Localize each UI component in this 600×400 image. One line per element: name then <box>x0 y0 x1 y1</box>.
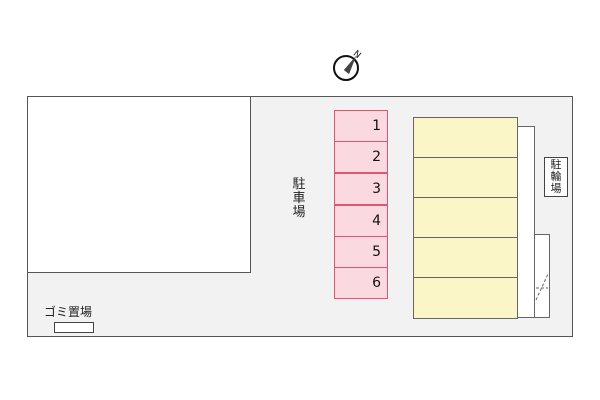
parking-slot-number: 5 <box>372 244 381 260</box>
neighbor-lot <box>27 96 251 273</box>
parking-slot-number: 2 <box>372 149 381 165</box>
parking-slot-5: 5 <box>334 236 388 268</box>
apartment-building <box>413 117 518 319</box>
parking-slot-6: 6 <box>334 267 388 299</box>
parking-slot-4: 4 <box>334 205 388 237</box>
garbage-area-label: ゴミ置場 <box>44 305 93 319</box>
parking-slot-number: 1 <box>372 118 381 134</box>
unit-divider <box>414 277 517 278</box>
stairs-dashes <box>535 273 549 301</box>
compass-icon: N <box>333 49 363 81</box>
garbage-area <box>54 322 94 333</box>
parking-slot-number: 3 <box>372 181 381 197</box>
parking-label: 駐 車 場 <box>292 177 306 220</box>
compass-north-label: N <box>351 49 363 61</box>
building-stairs <box>534 234 550 318</box>
unit-divider <box>414 157 517 158</box>
building-corridor <box>517 126 535 318</box>
parking-slot-3: 3 <box>334 173 388 205</box>
parking-slot-number: 4 <box>372 213 381 229</box>
bicycle-parking: 駐 輪 場 <box>544 157 568 197</box>
bicycle-parking-label: 駐 輪 場 <box>550 158 562 195</box>
unit-divider <box>414 197 517 198</box>
parking-slot-number: 6 <box>372 275 381 291</box>
parking-slot-2: 2 <box>334 141 388 173</box>
parking-slot-1: 1 <box>334 110 388 142</box>
unit-divider <box>414 237 517 238</box>
